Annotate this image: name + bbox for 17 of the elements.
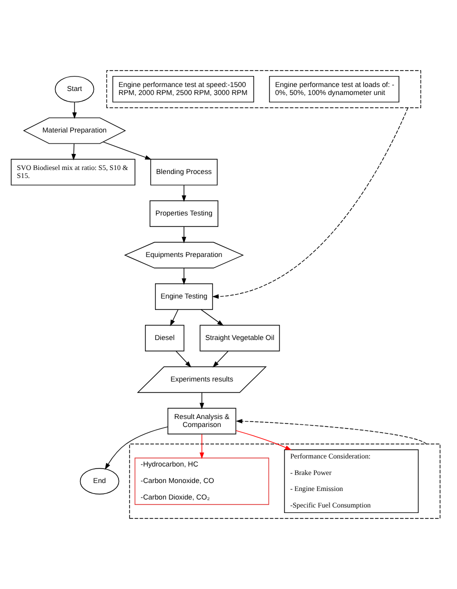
arrow [200,392,204,410]
arrow [72,102,77,119]
arrow [102,142,152,160]
arrow [200,309,224,326]
arrow [212,350,229,368]
arrow [71,143,76,160]
arrow [182,268,186,285]
arrow [212,107,408,299]
arrow [176,350,192,368]
arrow [182,184,186,202]
arrow [236,418,427,444]
arrow [200,434,204,459]
arrow [182,226,186,244]
arrow [236,430,292,450]
arrow [170,309,178,326]
cluster [106,70,422,108]
arrow [104,426,168,470]
